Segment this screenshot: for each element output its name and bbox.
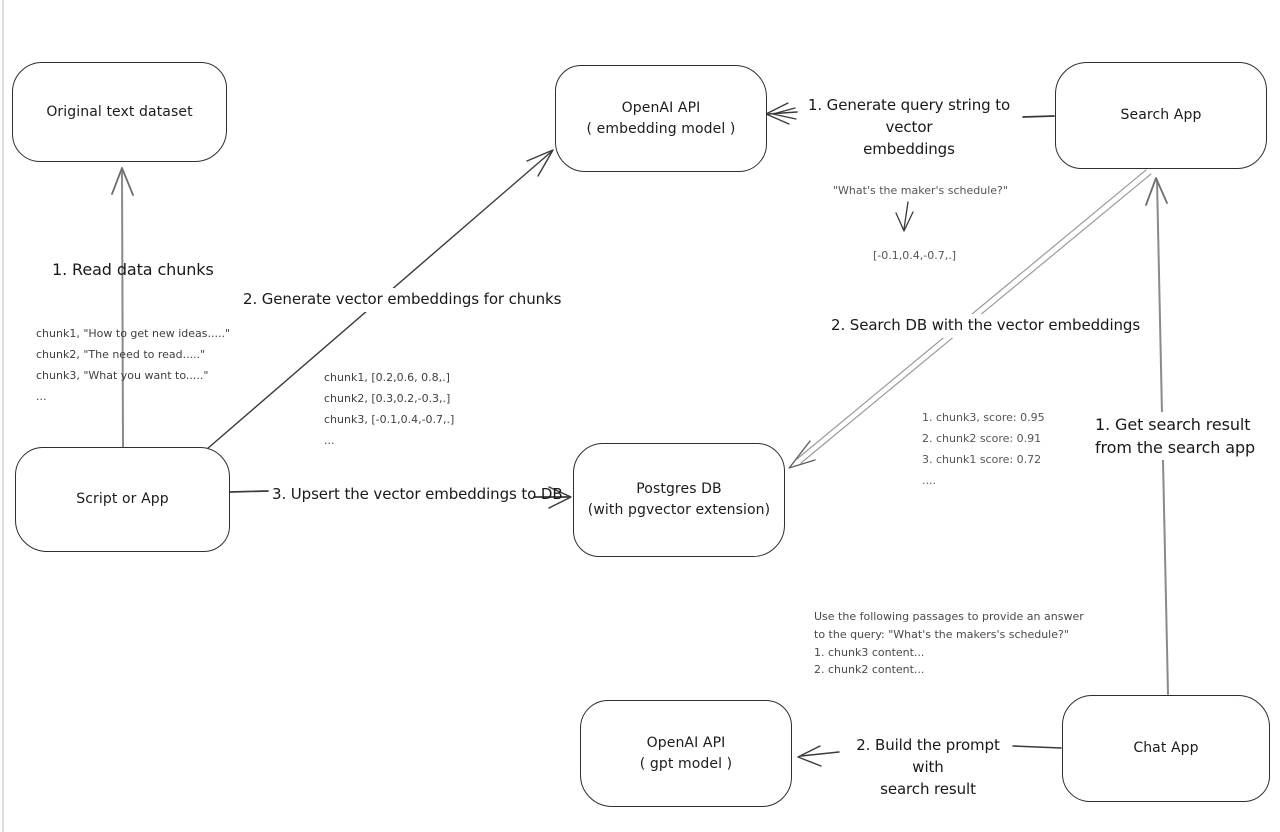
node-label: Chat App xyxy=(1133,740,1199,756)
label-read-data-chunks: 1. Read data chunks xyxy=(52,260,214,279)
label-generate-vector-embeddings: 2. Generate vector embeddings for chunks xyxy=(240,288,565,312)
node-label: OpenAI API xyxy=(621,99,701,116)
annotation-prompt-text: Use the following passages to provide an… xyxy=(814,610,1084,677)
node-openai-gpt-api: OpenAI API ( gpt model ) xyxy=(580,700,792,807)
node-search-app: Search App xyxy=(1055,62,1267,169)
node-sublabel: ( gpt model ) xyxy=(639,755,733,772)
label-build-prompt: 2. Build the prompt with search result xyxy=(856,736,1000,798)
annotation-search-scores: 1. chunk3, score: 0.95 2. chunk2 score: … xyxy=(922,411,1045,487)
label-search-db: 2. Search DB with the vector embeddings xyxy=(828,314,1144,338)
label-get-search-result: 1. Get search result from the search app xyxy=(1092,412,1259,461)
node-label: OpenAI API xyxy=(646,734,726,751)
annotation-chunk-texts: chunk1, "How to get new ideas....." chun… xyxy=(36,327,231,403)
node-openai-embedding-api: OpenAI API ( embedding model ) xyxy=(555,65,767,172)
node-original-text-dataset: Original text dataset xyxy=(12,62,227,162)
node-label: Search App xyxy=(1120,107,1202,123)
node-chat-app: Chat App xyxy=(1062,695,1270,802)
annotation-query-string: "What's the maker's schedule?" xyxy=(833,184,1008,197)
label-generate-query-string: 1. Generate query string to vector embed… xyxy=(807,96,1011,158)
node-label: Original text dataset xyxy=(46,103,193,120)
annotation-chunk-vectors: chunk1, [0.2,0.6, 0.8,.] chunk2, [0.3,0.… xyxy=(324,371,455,447)
annotation-query-vector: [-0.1,0.4,-0.7,.] xyxy=(873,249,956,262)
node-sublabel: (with pgvector extension) xyxy=(587,502,771,518)
label-upsert-embeddings: 3. Upsert the vector embeddings to DB xyxy=(272,485,563,503)
node-script-or-app: Script or App xyxy=(15,447,230,552)
node-label: Postgres DB xyxy=(636,481,722,497)
node-sublabel: ( embedding model ) xyxy=(586,120,736,137)
node-postgres-db: Postgres DB (with pgvector extension) xyxy=(573,443,785,557)
node-label: Script or App xyxy=(76,491,169,507)
